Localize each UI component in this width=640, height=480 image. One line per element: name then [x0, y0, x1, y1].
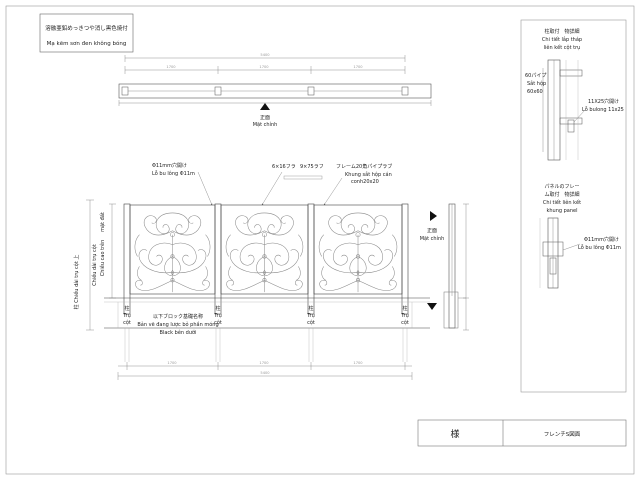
frame-label-jp: フレーム20角パイプラブ — [336, 163, 392, 170]
plan-front-label-jp: 正面 — [260, 115, 270, 121]
panel-2-frame — [220, 204, 309, 295]
svg-text:cột: cột — [214, 319, 222, 326]
front-dim-3: 1700 — [353, 361, 363, 365]
scroll-pattern-1 — [134, 212, 211, 293]
finish-note-vi: Mạ kẽm sơn đen không bóng — [47, 40, 127, 47]
svg-text:Trụ: Trụ — [306, 313, 315, 319]
post-detail-jp: 柱取付 物詳細 — [544, 28, 579, 35]
plan-view: 5400 1700 1700 1700 正面 Mặt chính — [118, 53, 432, 128]
front-dim-1: 1700 — [167, 361, 177, 365]
svg-text:cột: cột — [401, 319, 409, 326]
block-note-vi: Bản vẽ đang lược bỏ phần móng — [137, 320, 218, 328]
hole-label-jp: Φ11mm穴開け — [152, 162, 187, 169]
svg-text:cột: cột — [123, 319, 131, 326]
post-1 — [123, 203, 131, 315]
panel-detail: パネルのフレー ム取付 物詳細 Chi tiết liên kết khung … — [539, 184, 621, 289]
panel-detail-vi1: Chi tiết liên kết — [543, 199, 581, 206]
panel-hole-vi: Lỗ bu lông Φ11m — [578, 244, 621, 251]
frame-label-vi: Khung sắt hộp cán — [345, 171, 392, 178]
title-client: 様 — [450, 428, 459, 440]
slot-label-jp: 11X25穴開け — [588, 98, 619, 105]
block-note-jp: 以下ブロック基礎名称 — [153, 313, 203, 320]
panel-detail-jp2: ム取付 物詳細 — [544, 191, 579, 198]
pipe-label-jp: 60パイプ — [525, 73, 546, 79]
frame-label-vi2: conh20x20 — [351, 179, 379, 185]
plan-front-label-vi: Mặt chính — [253, 121, 278, 128]
post-detail-vi2: liên kết cột trụ — [544, 44, 581, 51]
panel-1-frame — [129, 204, 216, 295]
title-drawing: フレンチS図面 — [544, 431, 581, 438]
hole-label-vi: Lỗ bu lông Φ11m — [152, 170, 195, 177]
post-label-2: 柱 Trụ cột — [213, 305, 222, 326]
block-note-vi2: Black bên dưới — [160, 329, 197, 336]
post-2 — [214, 203, 222, 315]
plan-dim-2: 1700 — [259, 65, 269, 69]
side-direction-arrow — [430, 211, 437, 221]
plan-dim-total: 5400 — [260, 53, 270, 57]
post-detail: 柱取付 物詳細 Chi tiết lắp tháp liên kết cột t… — [525, 28, 624, 161]
sheet-border — [5, 5, 635, 475]
left-vert-label-3: mặt đất — [99, 212, 106, 232]
plan-fence-body — [118, 83, 432, 99]
panel-detail-vi2: khung panel — [546, 208, 577, 214]
svg-text:柱: 柱 — [215, 305, 220, 312]
post-detail-vi1: Chi tiết lắp tháp — [542, 36, 582, 43]
plan-dim-3: 1700 — [353, 65, 363, 69]
detail-column: 柱取付 物詳細 Chi tiết lắp tháp liên kết cột t… — [520, 19, 627, 393]
svg-text:cột: cột — [307, 319, 315, 326]
flatbar-label-1: 6×16フラ — [272, 164, 296, 170]
svg-text:Trụ: Trụ — [122, 313, 131, 319]
post-label-1: 柱 Trụ cột — [122, 305, 131, 326]
panel-3-frame — [313, 204, 403, 295]
scroll-pattern-2 — [225, 212, 304, 293]
svg-text:柱: 柱 — [308, 305, 313, 312]
front-direction-arrow — [260, 103, 270, 110]
title-block: 様 フレンチS図面 — [417, 419, 627, 447]
post-4 — [401, 203, 409, 315]
plan-dim-1: 1700 — [166, 65, 176, 69]
left-vert-label-2: Chiều cao trên — [98, 240, 106, 277]
pipe-label-vi: Sắt hộp — [527, 80, 546, 87]
finish-note-jp: 溶融亜鉛めっきつや消し黒色焼付 — [45, 24, 128, 32]
post-label-4: 柱 Trụ cột — [400, 305, 409, 326]
left-vert-label-jp: 柱 Chiều dài trụ cột 上 — [72, 255, 80, 310]
left-vert-label-1: Chiều dài trụ cột — [90, 244, 98, 286]
svg-text:柱: 柱 — [402, 305, 407, 312]
flatbar-label-2: 9×75ラフ — [300, 164, 324, 170]
post-3 — [307, 203, 315, 315]
slot-label-vi: Lỗ bulong 11x25 — [582, 106, 624, 113]
front-elevation: Φ11mm穴開け Lỗ bu lông Φ11m 6×16フラ 9×75ラフ フ… — [72, 162, 430, 380]
front-dim-total: 5400 — [260, 371, 270, 375]
pipe-label-size: 60x60 — [527, 89, 543, 95]
side-label-jp: 正面 — [427, 228, 437, 234]
finish-note: 溶融亜鉛めっきつや消し黒色焼付 Mạ kẽm sơn đen không bón… — [39, 13, 134, 53]
panel-detail-jp1: パネルのフレー — [544, 184, 579, 190]
side-view: 正面 Mặt chính — [420, 203, 469, 331]
panel-hole-jp: Φ11mm穴開け — [584, 236, 619, 243]
svg-text:Trụ: Trụ — [213, 313, 222, 319]
post-label-3: 柱 Trụ cột — [306, 305, 315, 326]
side-label-vi: Mặt chính — [420, 235, 445, 242]
svg-text:柱: 柱 — [124, 305, 129, 312]
scroll-pattern-3 — [318, 212, 398, 293]
front-dim-2: 1700 — [259, 361, 269, 365]
svg-text:Trụ: Trụ — [400, 313, 409, 319]
